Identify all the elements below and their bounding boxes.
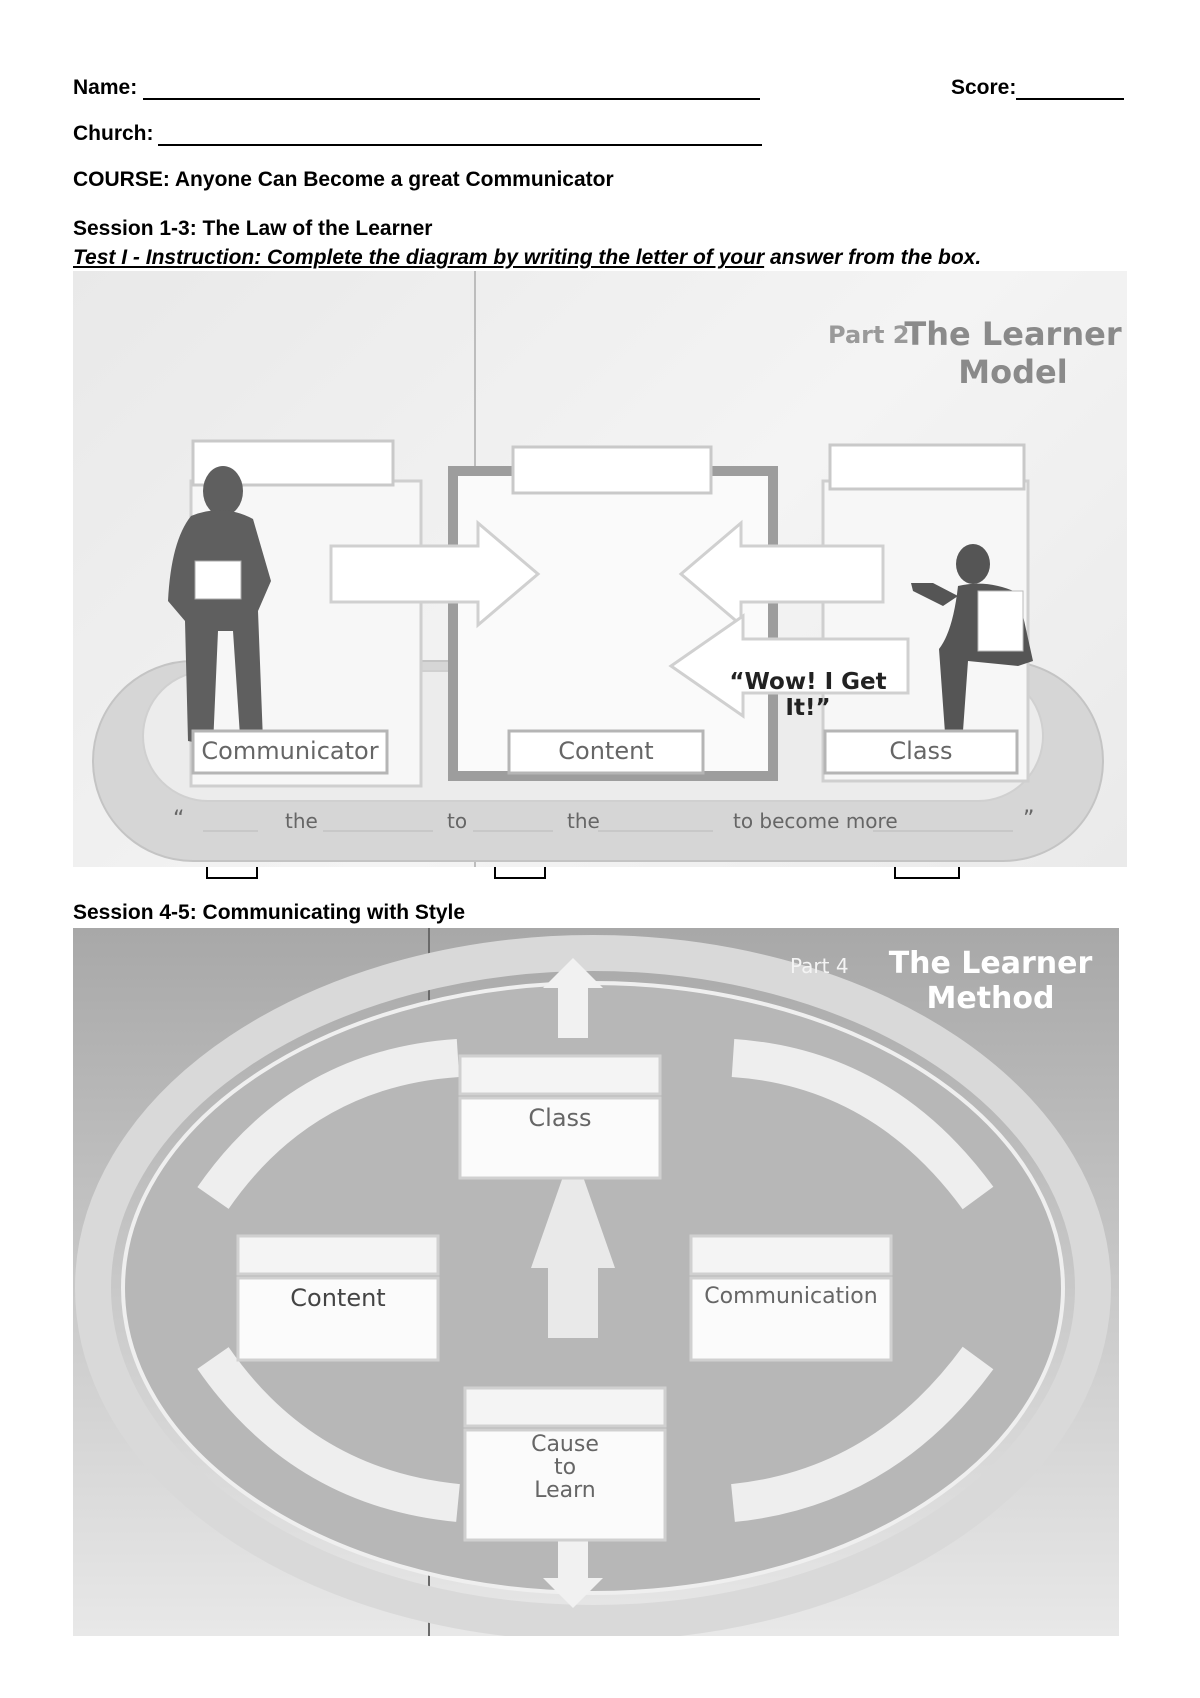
figure-part-label: Part 2 — [828, 321, 910, 349]
score-field[interactable] — [1016, 98, 1124, 100]
method-part-label: Part 4 — [790, 954, 849, 978]
session-1-3-title: Session 1-3: The Law of the Learner — [73, 217, 433, 240]
sentence-word-the-1: the — [285, 809, 318, 833]
sentence-word-the-2: the — [567, 809, 600, 833]
sentence-close-quote: ” — [1023, 807, 1035, 832]
learner-method-diagram — [75, 928, 1111, 1636]
method-box-label-cause-to-learn: Cause to Learn — [531, 1432, 599, 1503]
method-box-label-class: Class — [528, 1104, 592, 1132]
answer-bracket-2[interactable] — [494, 867, 546, 879]
answer-bracket-3[interactable] — [894, 867, 960, 879]
box-label-content: Content — [558, 737, 654, 765]
sentence-word-become-more: to become more — [733, 809, 898, 833]
box-label-class: Class — [889, 737, 953, 765]
sentence-word-to-1: to — [447, 809, 468, 833]
method-box-label-content: Content — [290, 1284, 386, 1312]
test-instruction: Test I - Instruction: Complete the diagr… — [73, 246, 981, 270]
church-label: Church: — [73, 122, 154, 145]
learner-method-figure: Part 4 The Learner Method Class Content … — [73, 928, 1119, 1636]
answer-bracket-1[interactable] — [206, 867, 258, 879]
wow-quote: “Wow! I Get It!” — [729, 669, 887, 721]
course-title: COURSE: Anyone Can Become a great Commun… — [73, 168, 614, 191]
church-field[interactable] — [158, 144, 762, 146]
name-label: Name: — [73, 76, 138, 99]
method-figure-title: The Learner Method — [888, 946, 1093, 1016]
figure-title: The Learner Model — [904, 315, 1122, 391]
instruction-underlined: Test I - Instruction: Complete the diagr… — [73, 246, 765, 269]
name-field[interactable] — [143, 98, 760, 100]
session-4-5-title: Session 4-5: Communicating with Style — [73, 901, 466, 924]
box-label-communicator: Communicator — [201, 737, 379, 765]
instruction-rest: answer from the box. — [764, 246, 982, 269]
sentence-open-quote: “ — [173, 807, 185, 832]
score-label: Score: — [951, 76, 1017, 99]
communicator-figure-icon — [168, 466, 271, 751]
learner-model-figure: Part 2 The Learner Model “Wow! I Get It!… — [73, 271, 1127, 867]
learner-model-diagram — [92, 271, 1104, 867]
method-box-label-communication: Communication — [704, 1284, 878, 1309]
